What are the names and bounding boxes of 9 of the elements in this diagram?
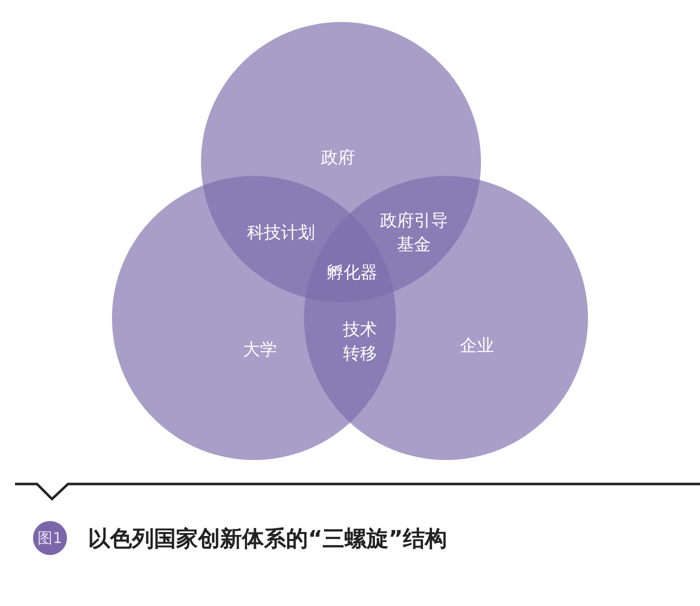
figure-number-badge: 图1 (33, 521, 67, 555)
circle-label: 大学 (243, 339, 277, 361)
overlap-label: 孵化器 (326, 262, 378, 285)
circle-label: 政府 (321, 147, 355, 169)
figure-caption: 以色列国家创新体系的“三螺旋”结构 (88, 526, 447, 554)
overlap-label: 科技计划 (246, 222, 316, 245)
overlap-label: 政府引导基金 (379, 210, 449, 257)
overlap-label: 技术转移 (342, 319, 378, 366)
circle-label: 企业 (460, 335, 494, 357)
